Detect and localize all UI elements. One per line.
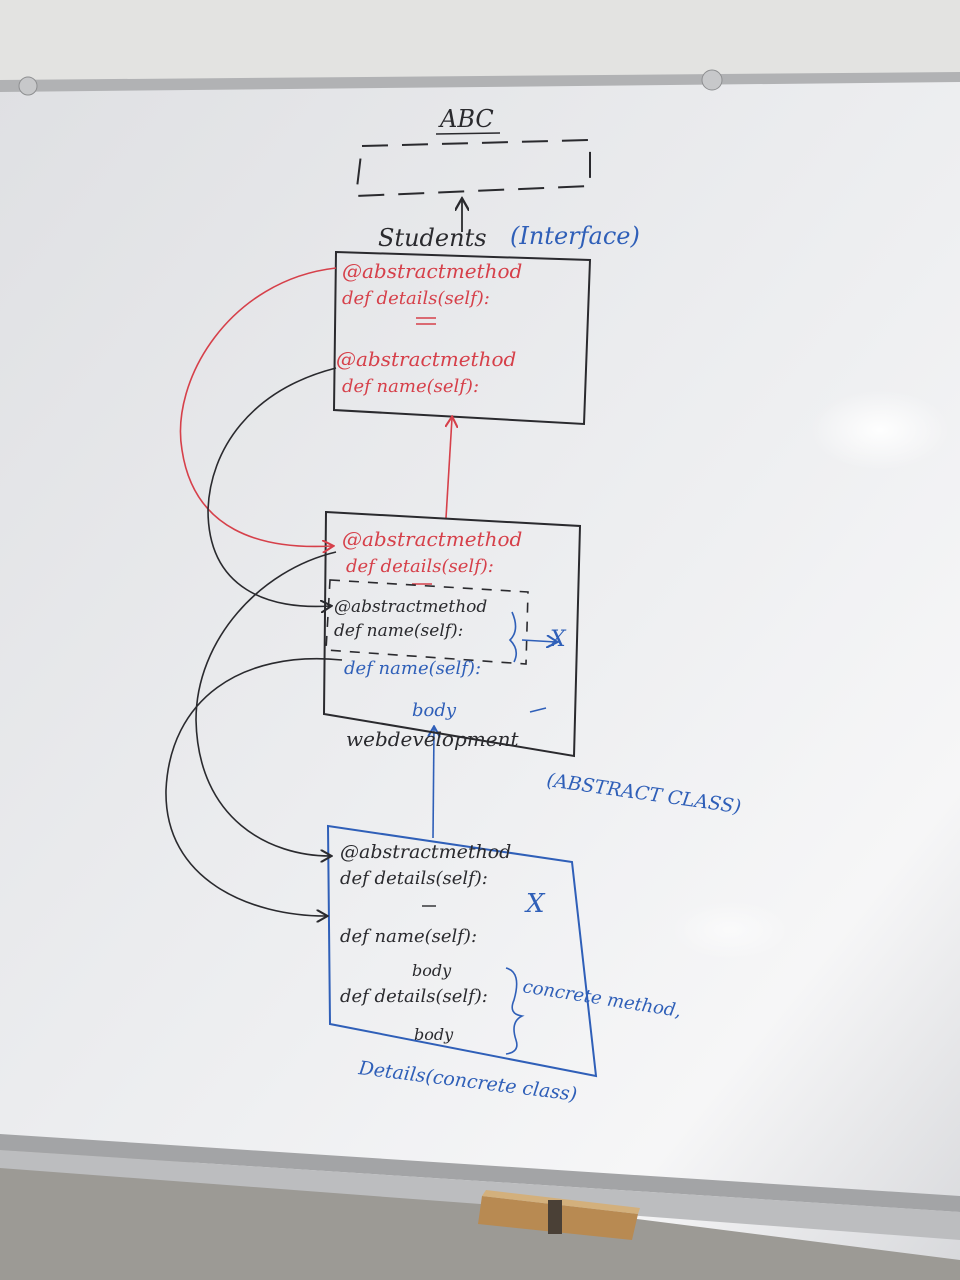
frame-clip-right: [701, 69, 723, 91]
black-curve-name-down: [165, 658, 343, 916]
webdev-dashed-region: [325, 579, 529, 665]
students-title: Students: [378, 224, 487, 252]
details-brace: [505, 967, 525, 1055]
webdev-caption: webdevelopment: [346, 727, 519, 751]
details-cross: X: [524, 889, 546, 919]
details-line-2: def details(self):: [340, 868, 488, 889]
whiteboard-surface: [0, 76, 960, 1260]
details-line-5: def details(self):: [340, 986, 488, 1007]
red-curve-details: [179, 267, 337, 546]
students-title-note: (Interface): [510, 222, 640, 250]
glare-lower: [670, 900, 790, 960]
webdev-line-2: def details(self):: [346, 556, 494, 577]
details-line-4: body: [412, 961, 452, 980]
webdev-line-6: body: [412, 700, 457, 721]
abc-box: ABC: [354, 105, 591, 232]
details-line-3: def name(self):: [340, 926, 477, 947]
students-line-3: @abstractmethod: [336, 347, 516, 371]
black-curve-name: [207, 367, 337, 606]
details-line-1: @abstractmethod: [340, 841, 511, 863]
students-box: Students (Interface) @abstractmethod def…: [332, 222, 640, 426]
students-line-1: @abstractmethod: [342, 259, 522, 283]
board-frame-bottom: [0, 1134, 960, 1212]
abc-dashed-border: [354, 138, 591, 198]
details-box-border: [326, 824, 598, 1078]
students-box-border: [332, 250, 592, 426]
webdev-line-5: def name(self):: [344, 658, 481, 679]
glare-right: [810, 390, 950, 470]
marker-tray: [0, 1150, 960, 1240]
webdev-line-1: @abstractmethod: [342, 527, 522, 551]
webdev-box-border: [322, 510, 582, 758]
students-line-4: def name(self):: [342, 376, 479, 397]
webdev-line-3: @abstractmethod: [334, 597, 487, 617]
webdev-brace: [508, 611, 518, 663]
frame-clip-left: [18, 76, 38, 96]
wall-top: [0, 0, 960, 80]
webdev-cross: X: [548, 627, 567, 652]
eraser: [478, 1190, 640, 1240]
black-curve-details-down: [195, 551, 337, 856]
webdev-to-students-arrow: [446, 418, 452, 519]
webdev-line-4: def name(self):: [334, 621, 463, 641]
webdev-box: @abstractmethod def details(self): @abst…: [322, 510, 743, 818]
students-line-2: def details(self):: [342, 288, 490, 309]
details-to-webdev-arrow: [433, 728, 434, 839]
abc-label: ABC: [438, 105, 494, 133]
details-line-6: body: [414, 1025, 454, 1044]
